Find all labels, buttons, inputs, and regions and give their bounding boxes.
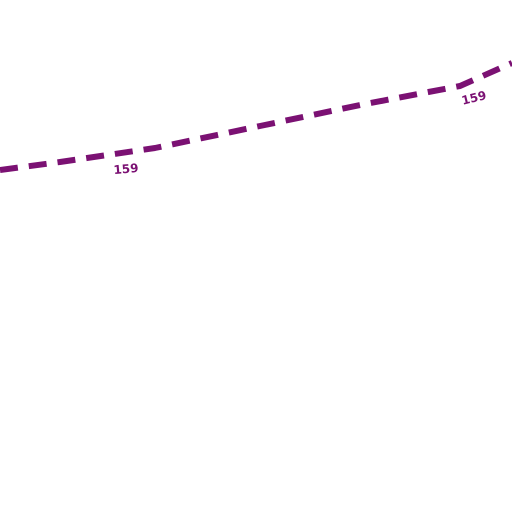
route-label-159-right: 159 — [460, 88, 488, 108]
route-label-159-left: 159 — [113, 161, 139, 177]
route-159-line[interactable] — [0, 60, 512, 173]
